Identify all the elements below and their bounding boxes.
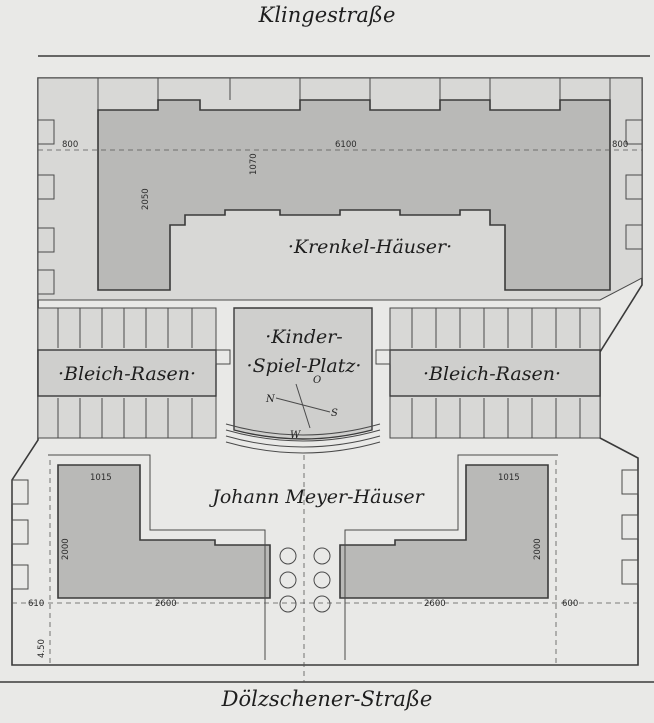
bleach-lawn-right xyxy=(389,349,601,397)
middle-garden-dividers xyxy=(57,308,581,438)
north-building xyxy=(97,99,611,291)
playground xyxy=(233,307,373,440)
compass-rose: N S W O xyxy=(265,375,338,441)
dim-top-left: 800 xyxy=(62,140,78,150)
label-krenkel-haeuser: ·Krenkel-Häuser· xyxy=(288,236,452,258)
dim-top-wing: 2050 xyxy=(141,188,151,210)
tree-rows xyxy=(279,547,331,613)
south-west-yard-edge xyxy=(48,454,266,660)
label-johann-meyer-haeuser: Johann Meyer-Häuser xyxy=(208,486,425,508)
compass-w: W xyxy=(290,430,301,441)
label-bleich-rasen-left: ·Bleich-Rasen· xyxy=(58,363,196,385)
playground-steps xyxy=(215,349,391,454)
label-spiel-platz: ·Spiel-Platz· xyxy=(247,355,362,377)
dim-se-depth: 2000 xyxy=(533,538,543,560)
label-bleich-rasen-right: ·Bleich-Rasen· xyxy=(423,363,561,385)
dim-top-width: 6100 xyxy=(335,140,357,150)
label-kinder: ·Kinder- xyxy=(265,326,342,348)
north-left-notches xyxy=(37,119,643,295)
compass-n: N xyxy=(265,394,276,405)
dim-sw-setback: 4.50 xyxy=(37,639,47,658)
south-side-notches xyxy=(11,469,639,590)
dim-se-right: 600 xyxy=(562,599,578,609)
dim-se-front: 2600 xyxy=(424,599,446,609)
dim-sw-front: 2600 xyxy=(155,599,177,609)
bleach-lawn-left xyxy=(37,349,217,397)
dim-se-width: 1015 xyxy=(498,473,520,483)
south-east-building xyxy=(339,464,549,599)
dim-sw-width: 1015 xyxy=(90,473,112,483)
dim-sw-depth: 2000 xyxy=(61,538,71,560)
dim-top-right: 800 xyxy=(612,140,628,150)
compass-o: O xyxy=(313,375,321,386)
street-name-top: Klingestraße xyxy=(258,3,396,27)
dim-top-depth: 1070 xyxy=(249,153,259,175)
south-east-yard-edge xyxy=(344,454,558,660)
dim-sw-left: 610 xyxy=(28,599,44,609)
compass-s: S xyxy=(331,408,338,419)
south-west-building xyxy=(57,464,271,599)
street-name-bottom: Dölzschener-Straße xyxy=(221,687,433,711)
north-row-dividers xyxy=(97,78,611,110)
